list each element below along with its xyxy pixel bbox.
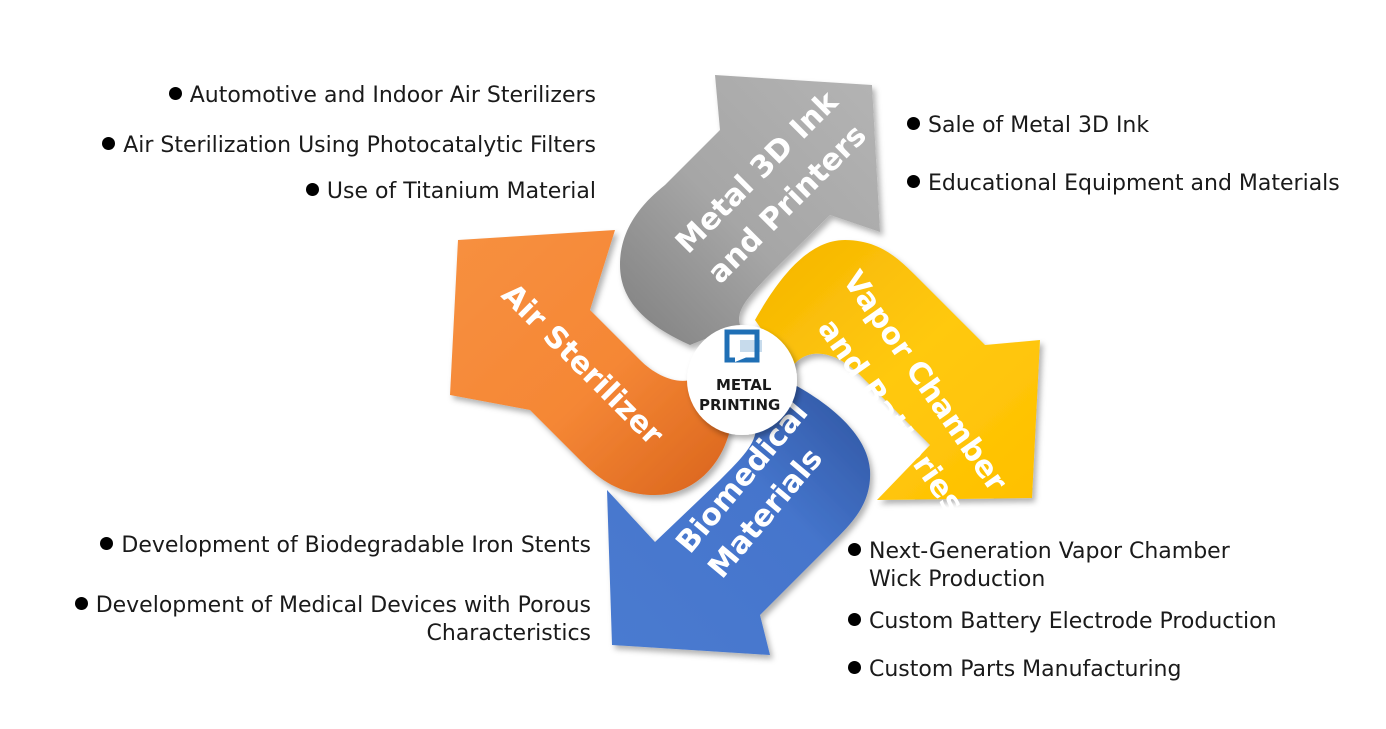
bullet-icon: [907, 117, 920, 130]
bullet-icon: [848, 613, 861, 626]
bullet-icon: [907, 175, 920, 188]
bullet-icon: [305, 183, 319, 196]
biomedical-bullets: Development of Biodegradable Iron Stents…: [31, 532, 591, 648]
list-item: Next-Generation Vapor Chamber Wick Produ…: [848, 538, 1279, 594]
vapor-bullets: Next-Generation Vapor Chamber Wick Produ…: [848, 538, 1298, 684]
air-sterilizer-bullets: Automotive and Indoor Air Sterilizers Ai…: [36, 82, 596, 206]
vapor-arrow: [755, 240, 1040, 500]
bullet-icon: [848, 661, 861, 674]
air-sterilizer-arrow: [450, 230, 730, 495]
bullet-icon: [848, 543, 861, 556]
list-item: Custom Parts Manufacturing: [848, 656, 1298, 684]
bullet-icon: [74, 597, 88, 610]
metal3d-arrow: [620, 75, 880, 345]
bullet-icon: [102, 137, 116, 150]
bullet-icon: [168, 87, 182, 100]
list-item: Air Sterilization Using Photocatalytic F…: [36, 132, 596, 160]
biomedical-arrow: [607, 385, 871, 655]
list-item: Automotive and Indoor Air Sterilizers: [36, 82, 596, 110]
list-item: Development of Biodegradable Iron Stents: [31, 532, 591, 560]
list-item: Use of Titanium Material: [36, 178, 596, 206]
logo-text-metal: METAL: [716, 376, 772, 394]
metal3d-bullets: Sale of Metal 3D Ink Educational Equipme…: [907, 112, 1377, 198]
metal-printing-logo-icon: [724, 329, 762, 363]
logo-text-printing: PRINTING: [699, 396, 780, 414]
list-item: Development of Medical Devices with Poro…: [31, 592, 591, 648]
center-circle: [687, 325, 797, 435]
list-item: Sale of Metal 3D Ink: [907, 112, 1377, 140]
list-item: Educational Equipment and Materials: [907, 170, 1377, 198]
list-item: Custom Battery Electrode Production: [848, 608, 1298, 636]
bullet-icon: [100, 537, 114, 550]
